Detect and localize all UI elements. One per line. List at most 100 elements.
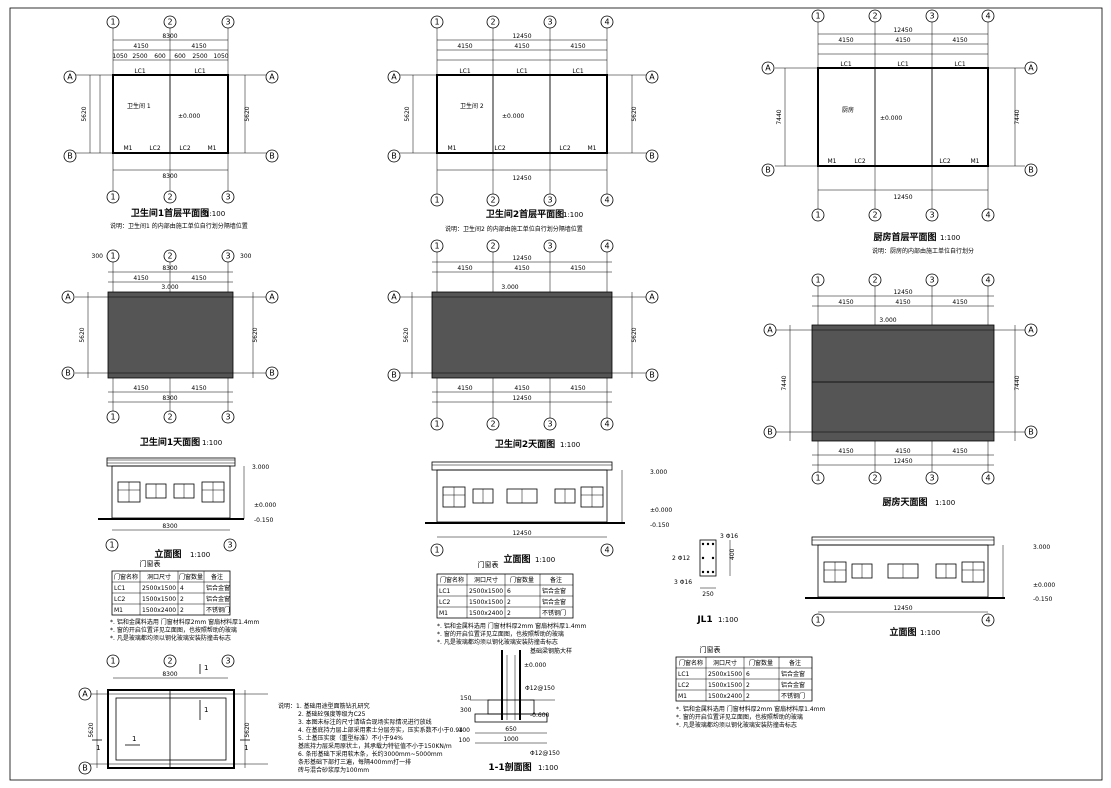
svg-text:±0.000: ±0.000 <box>524 662 546 669</box>
kitchen-roof-hatch <box>811 324 995 442</box>
svg-text:2: 2 <box>490 242 495 251</box>
svg-text:1:100: 1:100 <box>940 234 960 242</box>
svg-text:A: A <box>391 293 397 302</box>
toilet2-roof: 1 2 3 4 12450 4150 4150 4150 3.000 A A B… <box>387 239 659 450</box>
svg-text:Φ12@150: Φ12@150 <box>525 685 555 692</box>
svg-text:600: 600 <box>154 53 166 60</box>
svg-text:1500x1500: 1500x1500 <box>708 682 742 689</box>
svg-text:LC2: LC2 <box>439 599 451 606</box>
sheet-border <box>9 7 1103 781</box>
svg-text:12450: 12450 <box>512 33 531 40</box>
svg-text:铝合金窗: 铝合金窗 <box>542 587 566 595</box>
svg-text:1: 1 <box>110 18 115 27</box>
toilet1-roof-title: 卫生间1天面图 <box>140 436 200 448</box>
svg-text:1:100: 1:100 <box>935 499 955 507</box>
svg-text:门窗数量: 门窗数量 <box>179 573 203 581</box>
svg-text:说明：厨房的内部由施工单位自行划分: 说明：厨房的内部由施工单位自行划分 <box>872 247 974 255</box>
toilet1-plan: 1 2 3 8300 4150 4150 1050 2500 600 600 2… <box>63 15 279 230</box>
svg-text:1: 1 <box>434 196 439 205</box>
svg-text:2: 2 <box>167 252 172 261</box>
svg-text:*. 铝和金属料选用 门窗材料厚2mm 窗扇材料厚1.4mm: *. 铝和金属料选用 门窗材料厚2mm 窗扇材料厚1.4mm <box>437 622 587 630</box>
svg-text:A: A <box>649 73 655 82</box>
svg-text:4150: 4150 <box>895 299 910 306</box>
svg-text:LC1: LC1 <box>134 68 146 75</box>
svg-text:1: 1 <box>815 211 820 220</box>
svg-text:1: 1 <box>110 193 115 202</box>
svg-text:8300: 8300 <box>162 671 177 678</box>
svg-text:LC1: LC1 <box>194 68 206 75</box>
svg-text:-0.150: -0.150 <box>254 517 274 524</box>
svg-text:4150: 4150 <box>895 37 910 44</box>
svg-text:4: 4 <box>985 276 990 285</box>
svg-text:1: 1 <box>109 541 114 550</box>
door-window-table-1: 门窗表 门窗名称 洞口尺寸 门窗数量 备注 LC1 2500x1500 4 铝合… <box>110 559 260 642</box>
svg-text:A: A <box>269 73 275 82</box>
svg-text:2: 2 <box>167 657 172 666</box>
svg-text:2500x1500: 2500x1500 <box>142 585 176 592</box>
beam-jl1-detail: 3 Φ16 2 Φ12 3 Φ16 400 250 JL1 1:100 <box>672 533 738 625</box>
svg-text:2500: 2500 <box>132 53 147 60</box>
svg-text:M1: M1 <box>124 145 133 152</box>
kitchen-elevation: 3.000 ±0.000 -0.150 12450 1 4 立面图 1:100 <box>805 536 1055 638</box>
svg-text:条形基础下部打三遍，每隔400mm打一排: 条形基础下部打三遍，每隔400mm打一排 <box>298 758 411 766</box>
svg-text:1:100: 1:100 <box>202 439 222 447</box>
svg-text:门窗名称: 门窗名称 <box>440 576 464 584</box>
svg-text:M1: M1 <box>828 158 837 165</box>
svg-text:3: 3 <box>547 18 552 27</box>
svg-text:6. 条形基础下采用软木条，长约3000mm~5000mm: 6. 条形基础下采用软木条，长约3000mm~5000mm <box>298 750 443 758</box>
axis-2-marker <box>163 15 177 29</box>
svg-text:B: B <box>649 371 655 380</box>
kitchen-elevation-title: 立面图 <box>889 626 916 638</box>
svg-text:门窗数量: 门窗数量 <box>510 576 534 584</box>
svg-text:A: A <box>649 293 655 302</box>
svg-text:2: 2 <box>872 276 877 285</box>
svg-text:7440: 7440 <box>1014 375 1021 390</box>
axis-3-marker <box>221 15 235 29</box>
svg-text:LC1: LC1 <box>572 68 584 75</box>
svg-text:2: 2 <box>872 12 877 21</box>
svg-text:3: 3 <box>547 242 552 251</box>
svg-text:8300: 8300 <box>162 395 177 402</box>
svg-text:4150: 4150 <box>838 448 853 455</box>
svg-text:5620: 5620 <box>88 722 95 737</box>
svg-text:1: 1 <box>815 474 820 483</box>
svg-text:1: 1 <box>132 735 136 743</box>
svg-text:3: 3 <box>227 541 232 550</box>
svg-text:门窗名称: 门窗名称 <box>114 573 138 581</box>
svg-text:2: 2 <box>490 196 495 205</box>
svg-text:LC2: LC2 <box>939 158 951 165</box>
svg-text:3.000: 3.000 <box>1033 544 1050 551</box>
svg-text:1:100: 1:100 <box>538 764 558 772</box>
svg-text:4150: 4150 <box>191 43 206 50</box>
svg-text:2: 2 <box>167 193 172 202</box>
svg-text:±0.000: ±0.000 <box>880 115 902 122</box>
svg-text:1: 1 <box>815 616 820 625</box>
svg-text:备注: 备注 <box>789 659 801 667</box>
svg-text:2: 2 <box>746 682 750 689</box>
svg-text:4: 4 <box>604 420 609 429</box>
svg-text:1: 1 <box>110 252 115 261</box>
svg-text:2: 2 <box>490 18 495 27</box>
svg-text:6: 6 <box>746 671 750 678</box>
svg-text:4. 在基底持力层上部采用素土分层夯实，压实系数不小于0.9: 4. 在基底持力层上部采用素土分层夯实，压实系数不小于0.94 <box>298 726 463 734</box>
svg-text:铝合金窗: 铝合金窗 <box>781 670 805 678</box>
svg-text:12450: 12450 <box>893 27 912 34</box>
svg-text:2: 2 <box>180 607 184 614</box>
svg-text:A: A <box>765 64 771 73</box>
svg-text:1: 1 <box>434 420 439 429</box>
svg-text:1:100: 1:100 <box>190 551 210 559</box>
svg-text:铝合金窗: 铝合金窗 <box>206 584 230 592</box>
svg-text:*. 窗的开启位置详见立面图，也按照帮助的玻璃: *. 窗的开启位置详见立面图，也按照帮助的玻璃 <box>437 630 564 638</box>
svg-text:B: B <box>391 152 397 161</box>
svg-text:-0.600: -0.600 <box>530 712 550 719</box>
svg-text:4150: 4150 <box>514 43 529 50</box>
svg-text:门窗表: 门窗表 <box>140 559 161 568</box>
toilet2-roof-title: 卫生间2天面图 <box>495 438 555 450</box>
svg-text:LC1: LC1 <box>459 68 471 75</box>
svg-text:1:100: 1:100 <box>563 211 583 219</box>
svg-text:4150: 4150 <box>952 448 967 455</box>
svg-text:4150: 4150 <box>133 43 148 50</box>
kitchen-plan-title: 厨房首层平面图 <box>873 231 936 243</box>
svg-text:B: B <box>269 369 275 378</box>
